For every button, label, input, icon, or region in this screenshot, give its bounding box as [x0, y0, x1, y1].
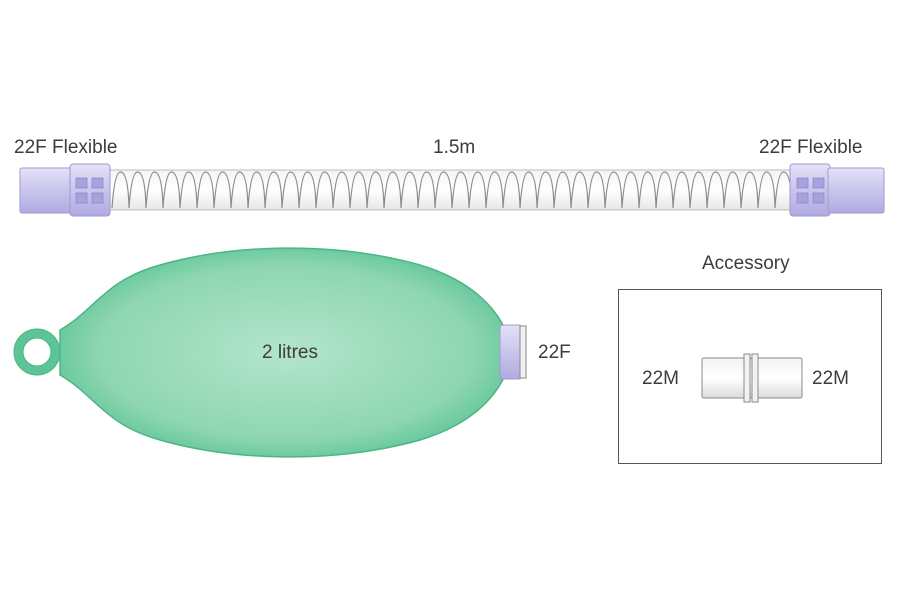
accessory-box — [618, 289, 882, 464]
hose-left-label: 22F Flexible — [14, 137, 118, 158]
hose-tube — [107, 169, 799, 211]
hose-coil — [111, 171, 801, 209]
hose-right-label: 22F Flexible — [759, 137, 863, 158]
bag-volume-label: 2 litres — [262, 342, 318, 363]
bag-neck-connector — [499, 324, 523, 380]
hose-length-label: 1.5m — [433, 137, 476, 158]
bag-port-label: 22F — [538, 342, 571, 363]
accessory-left-label: 22M — [642, 368, 679, 389]
double-male-adaptor — [701, 353, 803, 403]
hose-coil-spiral — [111, 171, 801, 209]
right-hose-connector — [789, 163, 885, 217]
reservoir-bag — [13, 247, 527, 458]
flexible-hose — [107, 169, 801, 211]
accessory-right-label: 22M — [812, 368, 849, 389]
left-hose-connector — [19, 163, 111, 217]
accessory-title: Accessory — [702, 253, 790, 274]
